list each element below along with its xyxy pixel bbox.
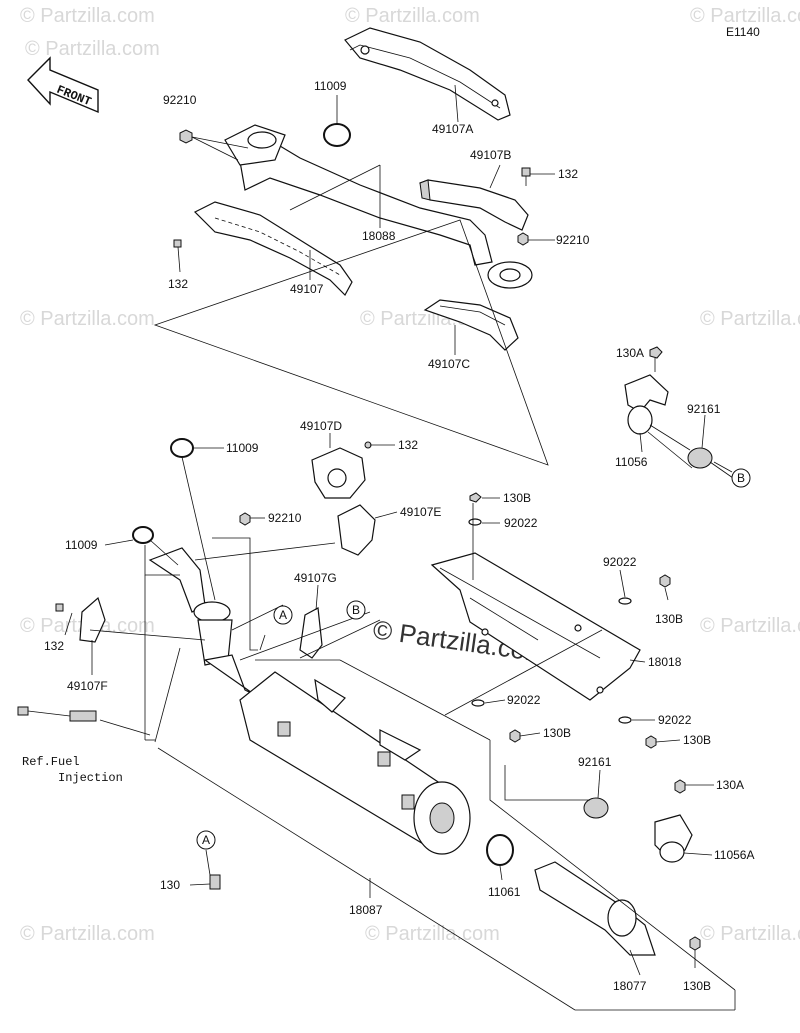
gasket-11009-mid	[170, 438, 194, 458]
callout-130B-top: 130B	[503, 491, 531, 505]
svg-text:B: B	[352, 603, 360, 617]
heat-shield-18018	[430, 492, 671, 749]
callout-92210-mid: 92210	[268, 511, 302, 525]
callout-130B-low: 130B	[543, 726, 571, 740]
callout-49107A: 49107A	[432, 122, 473, 136]
ref-fuel-injection-note: Ref.Fuel Injection	[22, 755, 123, 785]
callout-49107B: 49107B	[470, 148, 511, 162]
callout-130B-bot: 130B	[683, 979, 711, 993]
upper-assembly-boundary	[153, 219, 549, 466]
callout-132-f: 132	[44, 639, 64, 653]
bolt-130	[209, 874, 221, 890]
callout-labels: 92210 11009 49107A 49107B 132 92210 1808…	[44, 79, 754, 993]
watermark-left-mid: © Partzilla.com	[20, 308, 155, 330]
svg-text:B: B	[737, 471, 745, 485]
fuel-injection-sensor	[17, 706, 97, 722]
callout-49107D: 49107D	[300, 419, 342, 433]
watermark-top-center: © Partzilla.com	[345, 5, 480, 27]
watermark-top-left: © Partzilla.com	[20, 5, 155, 27]
callout-18088: 18088	[362, 229, 396, 243]
bolt-132-left	[173, 239, 182, 248]
callout-49107F: 49107F	[67, 679, 108, 693]
callout-49107: 49107	[290, 282, 324, 296]
callout-11009-mid: 11009	[226, 441, 259, 455]
heat-guard-49107G	[299, 607, 323, 659]
watermark-right-low: © Partzilla.com	[700, 615, 800, 637]
callout-92161-top: 92161	[687, 402, 721, 416]
nut-92210-mid	[239, 512, 251, 526]
gasket-11009-top	[323, 123, 351, 147]
callout-11061: 11061	[488, 885, 521, 899]
callout-11056: 11056	[615, 455, 648, 469]
svg-text:A: A	[202, 833, 210, 847]
watermark-top-right: © Partzilla.com	[690, 5, 800, 27]
marker-A-upper: A	[273, 605, 293, 625]
leader-lines	[64, 84, 736, 1011]
heat-guard-49107D	[311, 447, 366, 499]
callout-92210-top: 92210	[163, 93, 197, 107]
tail-pipe-18077	[534, 861, 701, 956]
bolt-132-b	[521, 167, 531, 186]
callout-11056A: 11056A	[714, 848, 754, 862]
front-arrow: FRONT	[27, 56, 99, 114]
callout-130: 130	[160, 878, 180, 892]
bracket-11056A	[583, 779, 693, 863]
watermark-bottom-left: © Partzilla.com	[20, 923, 155, 945]
callout-92022-low: 92022	[507, 693, 541, 707]
watermark-bottom-right: © Partzilla.com	[700, 923, 800, 945]
callout-130A-top: 130A	[616, 346, 644, 360]
callout-11009-top: 11009	[314, 79, 347, 93]
ref-note-line1: Ref.Fuel	[22, 755, 80, 769]
callout-92161-low: 92161	[578, 755, 612, 769]
muffler-18087	[203, 654, 471, 855]
callout-18087: 18087	[349, 903, 383, 917]
callout-132-left: 132	[168, 277, 188, 291]
gasket-11061	[486, 834, 514, 866]
callout-92022-low2: 92022	[658, 713, 692, 727]
heat-guard-49107B	[419, 179, 529, 231]
ref-note-line2: Injection	[58, 771, 123, 785]
callout-49107E: 49107E	[400, 505, 441, 519]
callout-130B-right: 130B	[655, 612, 683, 626]
diagram-code: E1140	[726, 25, 760, 39]
svg-text:A: A	[279, 608, 287, 622]
callout-132-b: 132	[558, 167, 578, 181]
watermark-bottom-center: © Partzilla.com	[365, 923, 500, 945]
callout-49107G: 49107G	[294, 571, 337, 585]
front-pipe	[148, 547, 233, 666]
callout-92022-top: 92022	[504, 516, 538, 530]
exhaust-pipe-18088	[224, 124, 533, 289]
callout-132-d: 132	[398, 438, 418, 452]
callout-11009-left: 11009	[65, 538, 98, 552]
callout-130B-low2: 130B	[683, 733, 711, 747]
marker-A-lower: A	[196, 830, 216, 850]
gasket-11009-left	[132, 526, 154, 544]
marker-B-right: B	[731, 468, 751, 488]
marker-B-mid: B	[346, 600, 366, 620]
heat-guard-49107A	[344, 27, 511, 121]
heat-guard-49107E	[337, 504, 376, 556]
callout-130A-low: 130A	[716, 778, 744, 792]
watermark-right-mid: © Partzilla.com	[700, 308, 800, 330]
nut-92210-b	[517, 232, 529, 246]
callout-49107C: 49107C	[428, 357, 470, 371]
callout-92210-b: 92210	[556, 233, 590, 247]
heat-guard-49107C	[423, 299, 519, 351]
nut-92210-top	[179, 129, 193, 144]
heat-guard-49107	[193, 201, 353, 296]
callout-18077: 18077	[613, 979, 647, 993]
watermark-left-upper: © Partzilla.com	[25, 38, 160, 60]
callout-18018: 18018	[648, 655, 682, 669]
callout-92022-right: 92022	[603, 555, 637, 569]
bracket-11056	[624, 346, 713, 469]
